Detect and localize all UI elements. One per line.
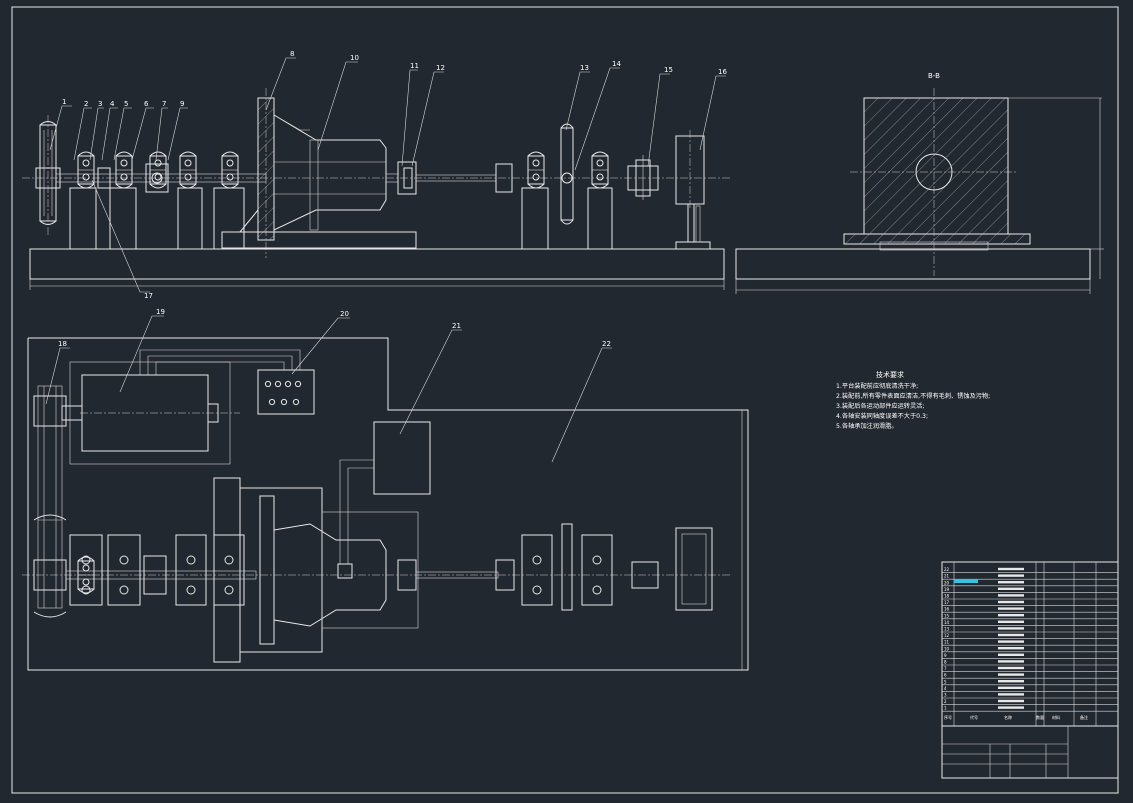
- parts-list-row-name: [998, 660, 1024, 663]
- parts-list-row-number: 12: [944, 633, 950, 638]
- parts-list-row-number: 3: [944, 693, 947, 698]
- part-label-14: 14: [612, 60, 621, 68]
- parts-list-row-name: [998, 647, 1024, 650]
- title-header-remarks: 备注: [1080, 714, 1088, 720]
- parts-list-row-number: 17: [944, 600, 950, 605]
- part-label-22: 22: [602, 340, 611, 348]
- parts-list-row-number: 4: [944, 686, 947, 691]
- parts-list-row-number: 10: [944, 646, 950, 651]
- parts-list-row-name: [998, 686, 1024, 689]
- part-label-5: 5: [124, 100, 128, 108]
- tech-item-3: 3.装配后各运动部件应运转灵活;: [836, 402, 924, 410]
- parts-list-row-name: [998, 587, 1024, 590]
- part-label-16: 16: [718, 68, 727, 76]
- part-label-2: 2: [84, 100, 88, 108]
- title-header-qty: 数量: [1036, 714, 1044, 720]
- part-label-8: 8: [290, 50, 294, 58]
- parts-list-row-name: [998, 581, 1024, 584]
- part-label-4: 4: [110, 100, 115, 108]
- parts-list-row-number: 2: [944, 699, 947, 704]
- plan-view: 18 19 20 21 22: [22, 308, 749, 671]
- tech-item-2: 2.装配前,所有零件表面应清洁,不得有毛刺、锈蚀及污物;: [836, 392, 990, 400]
- title-header-name: 名称: [1004, 714, 1012, 720]
- parts-list-row-number: 1: [944, 706, 947, 711]
- parts-list-row-name: [998, 594, 1024, 597]
- parts-list-row-name: [998, 620, 1024, 623]
- parts-list-row-number: 16: [944, 607, 950, 612]
- part-label-7: 7: [162, 100, 166, 108]
- tech-item-4: 4.各轴安装同轴度误差不大于0.3;: [836, 412, 928, 420]
- parts-list-row-name: [998, 627, 1024, 630]
- part-label-13: 13: [580, 64, 589, 72]
- drawing-frame: [11, 6, 1119, 794]
- parts-list-row-number: 8: [944, 660, 947, 665]
- tech-requirements-title: 技术要求: [876, 370, 904, 379]
- tech-item-1: 1.平台装配前应彻底清洗干净;: [836, 382, 918, 390]
- parts-list-row-number: 14: [944, 620, 950, 625]
- part-label-12: 12: [436, 64, 445, 72]
- highlight-cell: [954, 579, 978, 583]
- parts-list-row-number: 15: [944, 613, 950, 618]
- parts-list-row-name: [998, 640, 1024, 643]
- title-header-code: 代号: [970, 714, 978, 720]
- title-header-material: 材料: [1052, 714, 1060, 720]
- part-label-18: 18: [58, 340, 67, 348]
- parts-list-row-number: 13: [944, 627, 950, 632]
- parts-list-row-name: [998, 574, 1024, 577]
- part-label-20: 20: [340, 310, 349, 318]
- parts-list-row-number: 18: [944, 594, 950, 599]
- parts-list-row-number: 5: [944, 679, 947, 684]
- part-label-9: 9: [180, 100, 184, 108]
- parts-list-row-name: [998, 567, 1024, 571]
- title-header-seq: 序号: [944, 714, 952, 720]
- parts-list-row-number: 11: [944, 640, 950, 645]
- parts-list-row-number: 7: [944, 666, 947, 671]
- tech-item-5: 5.各轴承加注润滑脂。: [836, 422, 898, 430]
- part-label-21: 21: [452, 322, 461, 330]
- parts-list-row-number: 6: [944, 673, 947, 678]
- parts-list-row-name: [998, 673, 1024, 676]
- parts-list-row-number: 22: [944, 567, 950, 572]
- parts-list-row-number: 19: [944, 587, 950, 592]
- part-label-15: 15: [664, 66, 673, 74]
- parts-list-row-name: [998, 699, 1024, 703]
- parts-list-row-name: [998, 706, 1024, 709]
- parts-list-row-number: 21: [944, 574, 950, 579]
- parts-list-row-number: 9: [944, 653, 947, 658]
- part-label-17: 17: [144, 292, 153, 300]
- part-label-6: 6: [144, 100, 149, 108]
- part-label-19: 19: [156, 308, 165, 316]
- parts-list-row-name: [998, 680, 1024, 683]
- parts-list-row-name: [998, 693, 1024, 696]
- section-view: B-B: [735, 72, 1104, 294]
- section-label: B-B: [928, 72, 940, 80]
- parts-list-row-name: [998, 633, 1024, 637]
- parts-list-row-name: [998, 653, 1024, 656]
- parts-list-row-name: [998, 614, 1024, 617]
- part-label-11: 11: [410, 62, 419, 70]
- part-label-10: 10: [350, 54, 359, 62]
- parts-list-row-number: 20: [944, 580, 950, 585]
- parts-list-row-name: [998, 666, 1024, 670]
- parts-list-row-name: [998, 607, 1024, 610]
- part-label-3: 3: [98, 100, 102, 108]
- tech-requirements: 技术要求 1.平台装配前应彻底清洗干净; 2.装配前,所有零件表面应清洁,不得有…: [836, 370, 990, 430]
- elevation-view: 1 2 3 4 5 6 7 9 8 10 11 12 13 14 15 16 1…: [22, 50, 730, 300]
- parts-list-row-name: [998, 600, 1024, 604]
- part-label-1: 1: [62, 98, 66, 106]
